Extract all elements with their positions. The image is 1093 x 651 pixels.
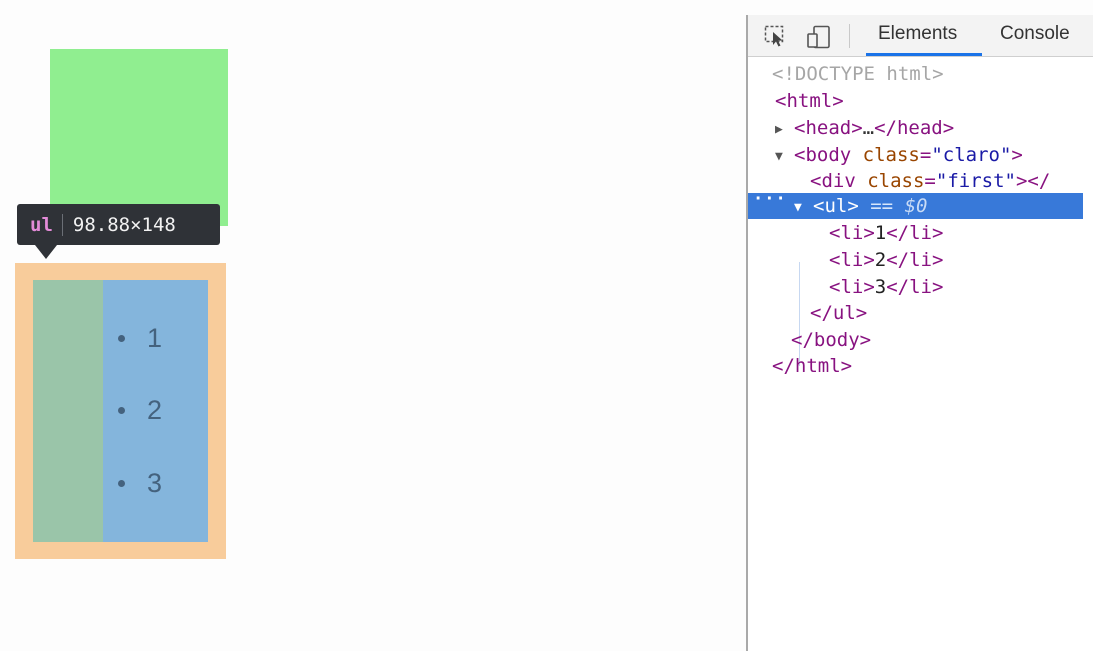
list-item-text: 3	[147, 467, 163, 498]
list-item[interactable]: 3	[118, 463, 162, 503]
list-item-text: 2	[147, 394, 163, 425]
tab-elements[interactable]: Elements	[878, 23, 958, 44]
dom-node-li[interactable]: <li>2</li>	[829, 249, 944, 271]
dom-node-html[interactable]: <html>	[775, 90, 844, 112]
bullet-icon	[118, 406, 125, 414]
list-item-text: 1	[147, 322, 163, 353]
bullet-icon	[118, 334, 125, 342]
bullet-icon	[118, 479, 125, 487]
dom-node-ul-selected[interactable]: ··· ▼<ul> == $0	[748, 189, 1083, 219]
first-div-box[interactable]	[50, 49, 228, 226]
collapse-arrow-icon[interactable]: ▼	[794, 200, 802, 215]
dom-node-div-first[interactable]: <div class="first"></	[810, 170, 1051, 192]
dom-node-doctype[interactable]: <!DOCTYPE html>	[772, 63, 944, 85]
tooltip-tag-name: ul	[30, 213, 53, 236]
ul-padding-highlight	[33, 280, 103, 542]
dom-node-li[interactable]: <li>1</li>	[829, 222, 944, 244]
active-tab-indicator	[866, 53, 982, 56]
list-item[interactable]: 2	[118, 390, 162, 430]
tooltip-arrow	[35, 245, 57, 259]
element-size-tooltip: ul 98.88×148	[17, 204, 220, 245]
dom-node-ul-close[interactable]: </ul>	[810, 302, 868, 324]
expand-arrow-icon[interactable]: ▶	[775, 122, 783, 137]
device-toolbar-icon[interactable]	[806, 25, 832, 54]
dom-node-body[interactable]: ▼<body class="claro">	[775, 142, 1023, 168]
devtools-toolbar: Elements Console	[748, 15, 1093, 57]
tooltip-dimensions: 98.88×148	[72, 213, 176, 236]
more-options-icon[interactable]: ···	[753, 189, 787, 209]
inspect-element-icon[interactable]	[764, 25, 788, 52]
tab-console[interactable]: Console	[1000, 23, 1070, 44]
dom-node-li[interactable]: <li>3</li>	[829, 276, 944, 298]
list-item[interactable]: 1	[118, 318, 162, 358]
tree-guide-line	[799, 262, 800, 366]
dom-node-body-close[interactable]: </body>	[791, 329, 872, 351]
dom-node-head[interactable]: ▶<head>…</head>	[775, 115, 954, 141]
toolbar-divider	[849, 24, 850, 48]
collapse-arrow-icon[interactable]: ▼	[775, 149, 783, 164]
devtools-panel: Elements Console <!DOCTYPE html> <html> …	[746, 15, 1093, 651]
tooltip-divider	[61, 213, 63, 236]
dom-node-html-close[interactable]: </html>	[772, 355, 853, 377]
